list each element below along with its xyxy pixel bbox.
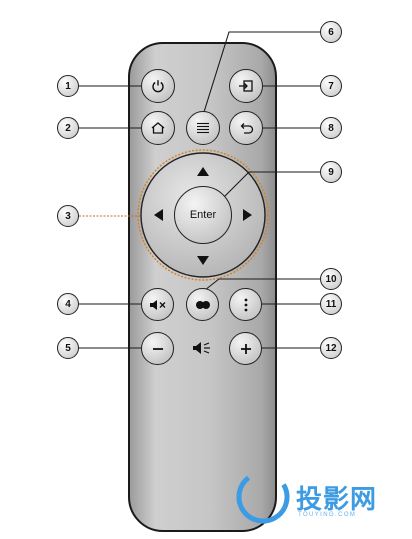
mode-button[interactable] xyxy=(186,288,219,321)
arrow-up-icon[interactable] xyxy=(197,167,209,176)
volume-down-button[interactable] xyxy=(141,332,174,365)
callout-9: 9 xyxy=(320,161,342,183)
arrow-right-icon[interactable] xyxy=(243,209,252,221)
menu-button[interactable] xyxy=(186,111,220,145)
leader-line-10 xyxy=(204,278,320,291)
enter-button[interactable]: Enter xyxy=(174,186,232,244)
back-icon xyxy=(240,123,254,134)
callout-4: 4 xyxy=(57,293,79,315)
callout-3: 3 xyxy=(57,205,79,227)
volume-up-button[interactable] xyxy=(229,332,262,365)
callout-8: 8 xyxy=(320,117,342,139)
callout-11: 11 xyxy=(320,293,342,315)
power-button[interactable] xyxy=(141,69,175,103)
input-source-button[interactable] xyxy=(229,69,263,103)
input-source-icon xyxy=(239,80,253,92)
minus-icon xyxy=(152,347,163,350)
mode-icon xyxy=(195,300,210,309)
plus-icon xyxy=(240,343,251,354)
leader-lines xyxy=(79,31,320,349)
more-vertical-icon xyxy=(244,298,247,311)
callout-7: 7 xyxy=(320,75,342,97)
options-button[interactable] xyxy=(229,288,262,321)
leader-line-9 xyxy=(220,171,320,201)
callout-2: 2 xyxy=(57,117,79,139)
menu-icon xyxy=(197,122,209,134)
callout-6: 6 xyxy=(320,21,342,43)
volume-label xyxy=(188,338,216,358)
mute-icon xyxy=(149,299,165,310)
callout-1: 1 xyxy=(57,75,79,97)
leader-line-6 xyxy=(203,31,320,113)
enter-label: Enter xyxy=(189,209,217,221)
dpad-ring xyxy=(137,149,269,281)
mute-button[interactable] xyxy=(141,288,174,321)
power-icon xyxy=(152,80,164,93)
watermark-text: 投影网 xyxy=(296,484,378,514)
speaker-icon xyxy=(193,342,210,354)
home-button[interactable] xyxy=(141,111,175,145)
watermark-subtext: TOUYING.COM xyxy=(298,512,357,518)
back-button[interactable] xyxy=(229,111,263,145)
arrow-left-icon[interactable] xyxy=(154,209,163,221)
callout-5: 5 xyxy=(57,337,79,359)
watermark-ring xyxy=(236,470,290,524)
home-icon xyxy=(151,122,165,134)
callout-12: 12 xyxy=(320,337,342,359)
callout-10: 10 xyxy=(320,268,342,290)
arrow-down-icon[interactable] xyxy=(197,256,209,265)
